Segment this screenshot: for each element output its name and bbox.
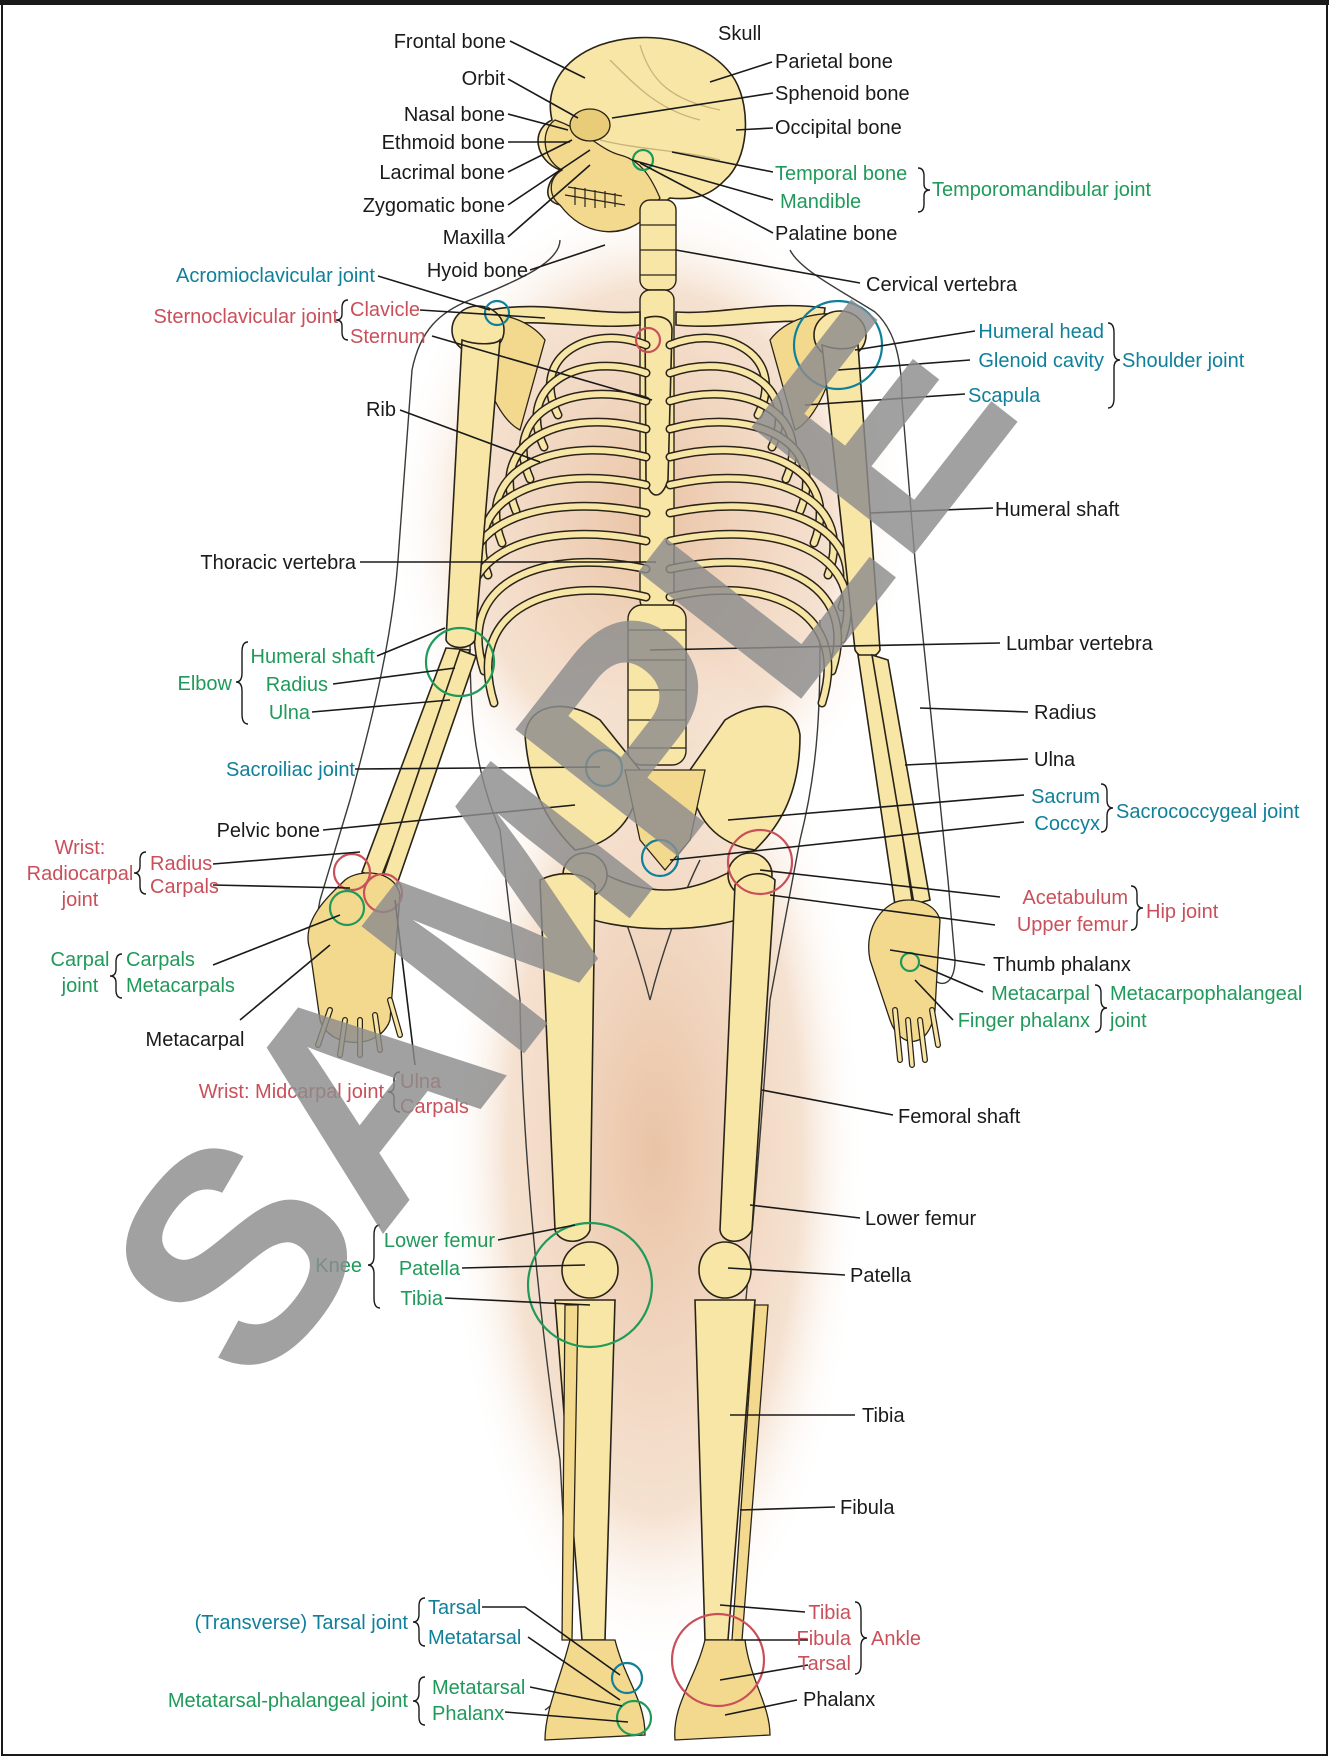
label-pelvic-bone: Pelvic bone: [217, 820, 320, 842]
brace-shoulder: [1108, 323, 1120, 408]
label-orbit: Orbit: [462, 68, 506, 90]
label-radius-elbow: Radius: [266, 674, 328, 696]
label-carpal-joint-1: Carpal: [51, 949, 110, 971]
label-glenoid-cavity: Glenoid cavity: [978, 350, 1104, 372]
label-acromioclavicular-joint: Acromioclavicular joint: [176, 265, 375, 287]
label-parietal-bone: Parietal bone: [775, 51, 893, 73]
label-hyoid-bone: Hyoid bone: [427, 260, 528, 282]
label-wrist-rc-2: Radiocarpal: [27, 863, 134, 885]
label-tarsal-tj: Tarsal: [428, 1597, 481, 1619]
label-sacrococcygeal-joint: Sacrococcygeal joint: [1116, 801, 1300, 823]
label-occipital-bone: Occipital bone: [775, 117, 902, 139]
label-coccyx: Coccyx: [1034, 813, 1100, 835]
label-radius-right: Radius: [1034, 702, 1096, 724]
label-acetabulum: Acetabulum: [1022, 887, 1128, 909]
label-sphenoid-bone: Sphenoid bone: [775, 83, 910, 105]
label-skull: Skull: [718, 23, 761, 45]
label-elbow: Elbow: [178, 673, 233, 695]
label-metacarpal-right: Metacarpal: [991, 983, 1090, 1005]
label-fibula-right: Fibula: [840, 1497, 895, 1519]
label-temporomandibular-joint: Temporomandibular joint: [932, 179, 1151, 201]
label-tarsal-ankle: Tarsal: [798, 1653, 851, 1675]
leader-ulna-r: [905, 759, 1028, 765]
brace-sacrococcygeal: [1101, 784, 1113, 832]
orbit-shape: [570, 109, 610, 141]
label-humeral-head: Humeral head: [978, 321, 1104, 343]
label-sacroiliac-joint: Sacroiliac joint: [226, 759, 355, 781]
brace-tarsal-joint: [413, 1598, 425, 1646]
label-fibula-ankle: Fibula: [797, 1628, 852, 1650]
brace-radiocarpal: [134, 852, 146, 894]
label-shoulder-joint: Shoulder joint: [1122, 350, 1245, 372]
brace-tmj: [918, 168, 930, 212]
label-mcp-joint-2: joint: [1109, 1010, 1147, 1032]
label-lower-femur-right: Lower femur: [865, 1208, 976, 1230]
brace-elbow: [236, 642, 248, 724]
label-tibia-ankle: Tibia: [808, 1602, 851, 1624]
label-mtp-joint: Metatarsal-phalangeal joint: [168, 1690, 409, 1712]
label-mcp-joint-1: Metacarpophalangeal: [1110, 983, 1302, 1005]
label-sternoclavicular-joint: Sternoclavicular joint: [153, 306, 338, 328]
label-frontal-bone: Frontal bone: [394, 31, 506, 53]
patella-right: [699, 1242, 751, 1298]
label-ethmoid-bone: Ethmoid bone: [382, 132, 505, 154]
label-ulna-elbow: Ulna: [269, 702, 311, 724]
label-cervical-vertebra: Cervical vertebra: [866, 274, 1018, 296]
label-sacrum: Sacrum: [1031, 786, 1100, 808]
label-tarsal-joint: (Transverse) Tarsal joint: [195, 1612, 409, 1634]
label-rib: Rib: [366, 399, 396, 421]
leader-radius-r: [920, 708, 1028, 712]
label-sternum: Sternum: [350, 326, 426, 348]
brace-mtp: [413, 1677, 425, 1725]
label-upper-femur: Upper femur: [1017, 914, 1128, 936]
label-clavicle: Clavicle: [350, 299, 420, 321]
label-lumbar-vertebra: Lumbar vertebra: [1006, 633, 1154, 655]
label-carpals-cj: Carpals: [126, 949, 195, 971]
label-nasal-bone: Nasal bone: [404, 104, 505, 126]
label-femoral-shaft: Femoral shaft: [898, 1106, 1021, 1128]
label-hip-joint: Hip joint: [1146, 901, 1219, 923]
label-thumb-phalanx: Thumb phalanx: [993, 954, 1131, 976]
hand-right: [869, 900, 940, 1041]
label-finger-phalanx: Finger phalanx: [958, 1010, 1090, 1032]
label-maxilla: Maxilla: [443, 227, 506, 249]
label-mandible: Mandible: [780, 191, 861, 213]
label-carpals-wrist: Carpals: [150, 876, 219, 898]
patella-left: [562, 1242, 618, 1298]
brace-ankle: [855, 1602, 867, 1674]
label-radius-wrist: Radius: [150, 853, 212, 875]
label-phalanx-right: Phalanx: [803, 1689, 875, 1711]
label-tibia-right: Tibia: [862, 1405, 905, 1427]
cervical-spine: [640, 200, 676, 290]
label-wrist-rc-1: Wrist:: [55, 837, 106, 859]
label-patella-right: Patella: [850, 1265, 912, 1287]
label-ulna-right: Ulna: [1034, 749, 1076, 771]
label-thoracic-vertebra: Thoracic vertebra: [200, 552, 356, 574]
label-temporal-bone: Temporal bone: [775, 163, 907, 185]
label-palatine-bone: Palatine bone: [775, 223, 897, 245]
label-ankle: Ankle: [871, 1628, 921, 1650]
label-metacarpals-cj: Metacarpals: [126, 975, 235, 997]
label-metatarsal-tj: Metatarsal: [428, 1627, 521, 1649]
brace-hip: [1131, 886, 1143, 930]
label-zygomatic-bone: Zygomatic bone: [363, 195, 505, 217]
label-humeral-shaft-elbow: Humeral shaft: [251, 646, 376, 668]
brace-mcp: [1095, 985, 1107, 1032]
label-carpal-joint-2: joint: [61, 975, 99, 997]
label-metatarsal-mtp: Metatarsal: [432, 1677, 525, 1699]
label-wrist-rc-3: joint: [61, 889, 99, 911]
label-lacrimal-bone: Lacrimal bone: [379, 162, 505, 184]
brace-carpal-joint: [110, 954, 122, 998]
label-phalanx-mtp: Phalanx: [432, 1703, 504, 1725]
